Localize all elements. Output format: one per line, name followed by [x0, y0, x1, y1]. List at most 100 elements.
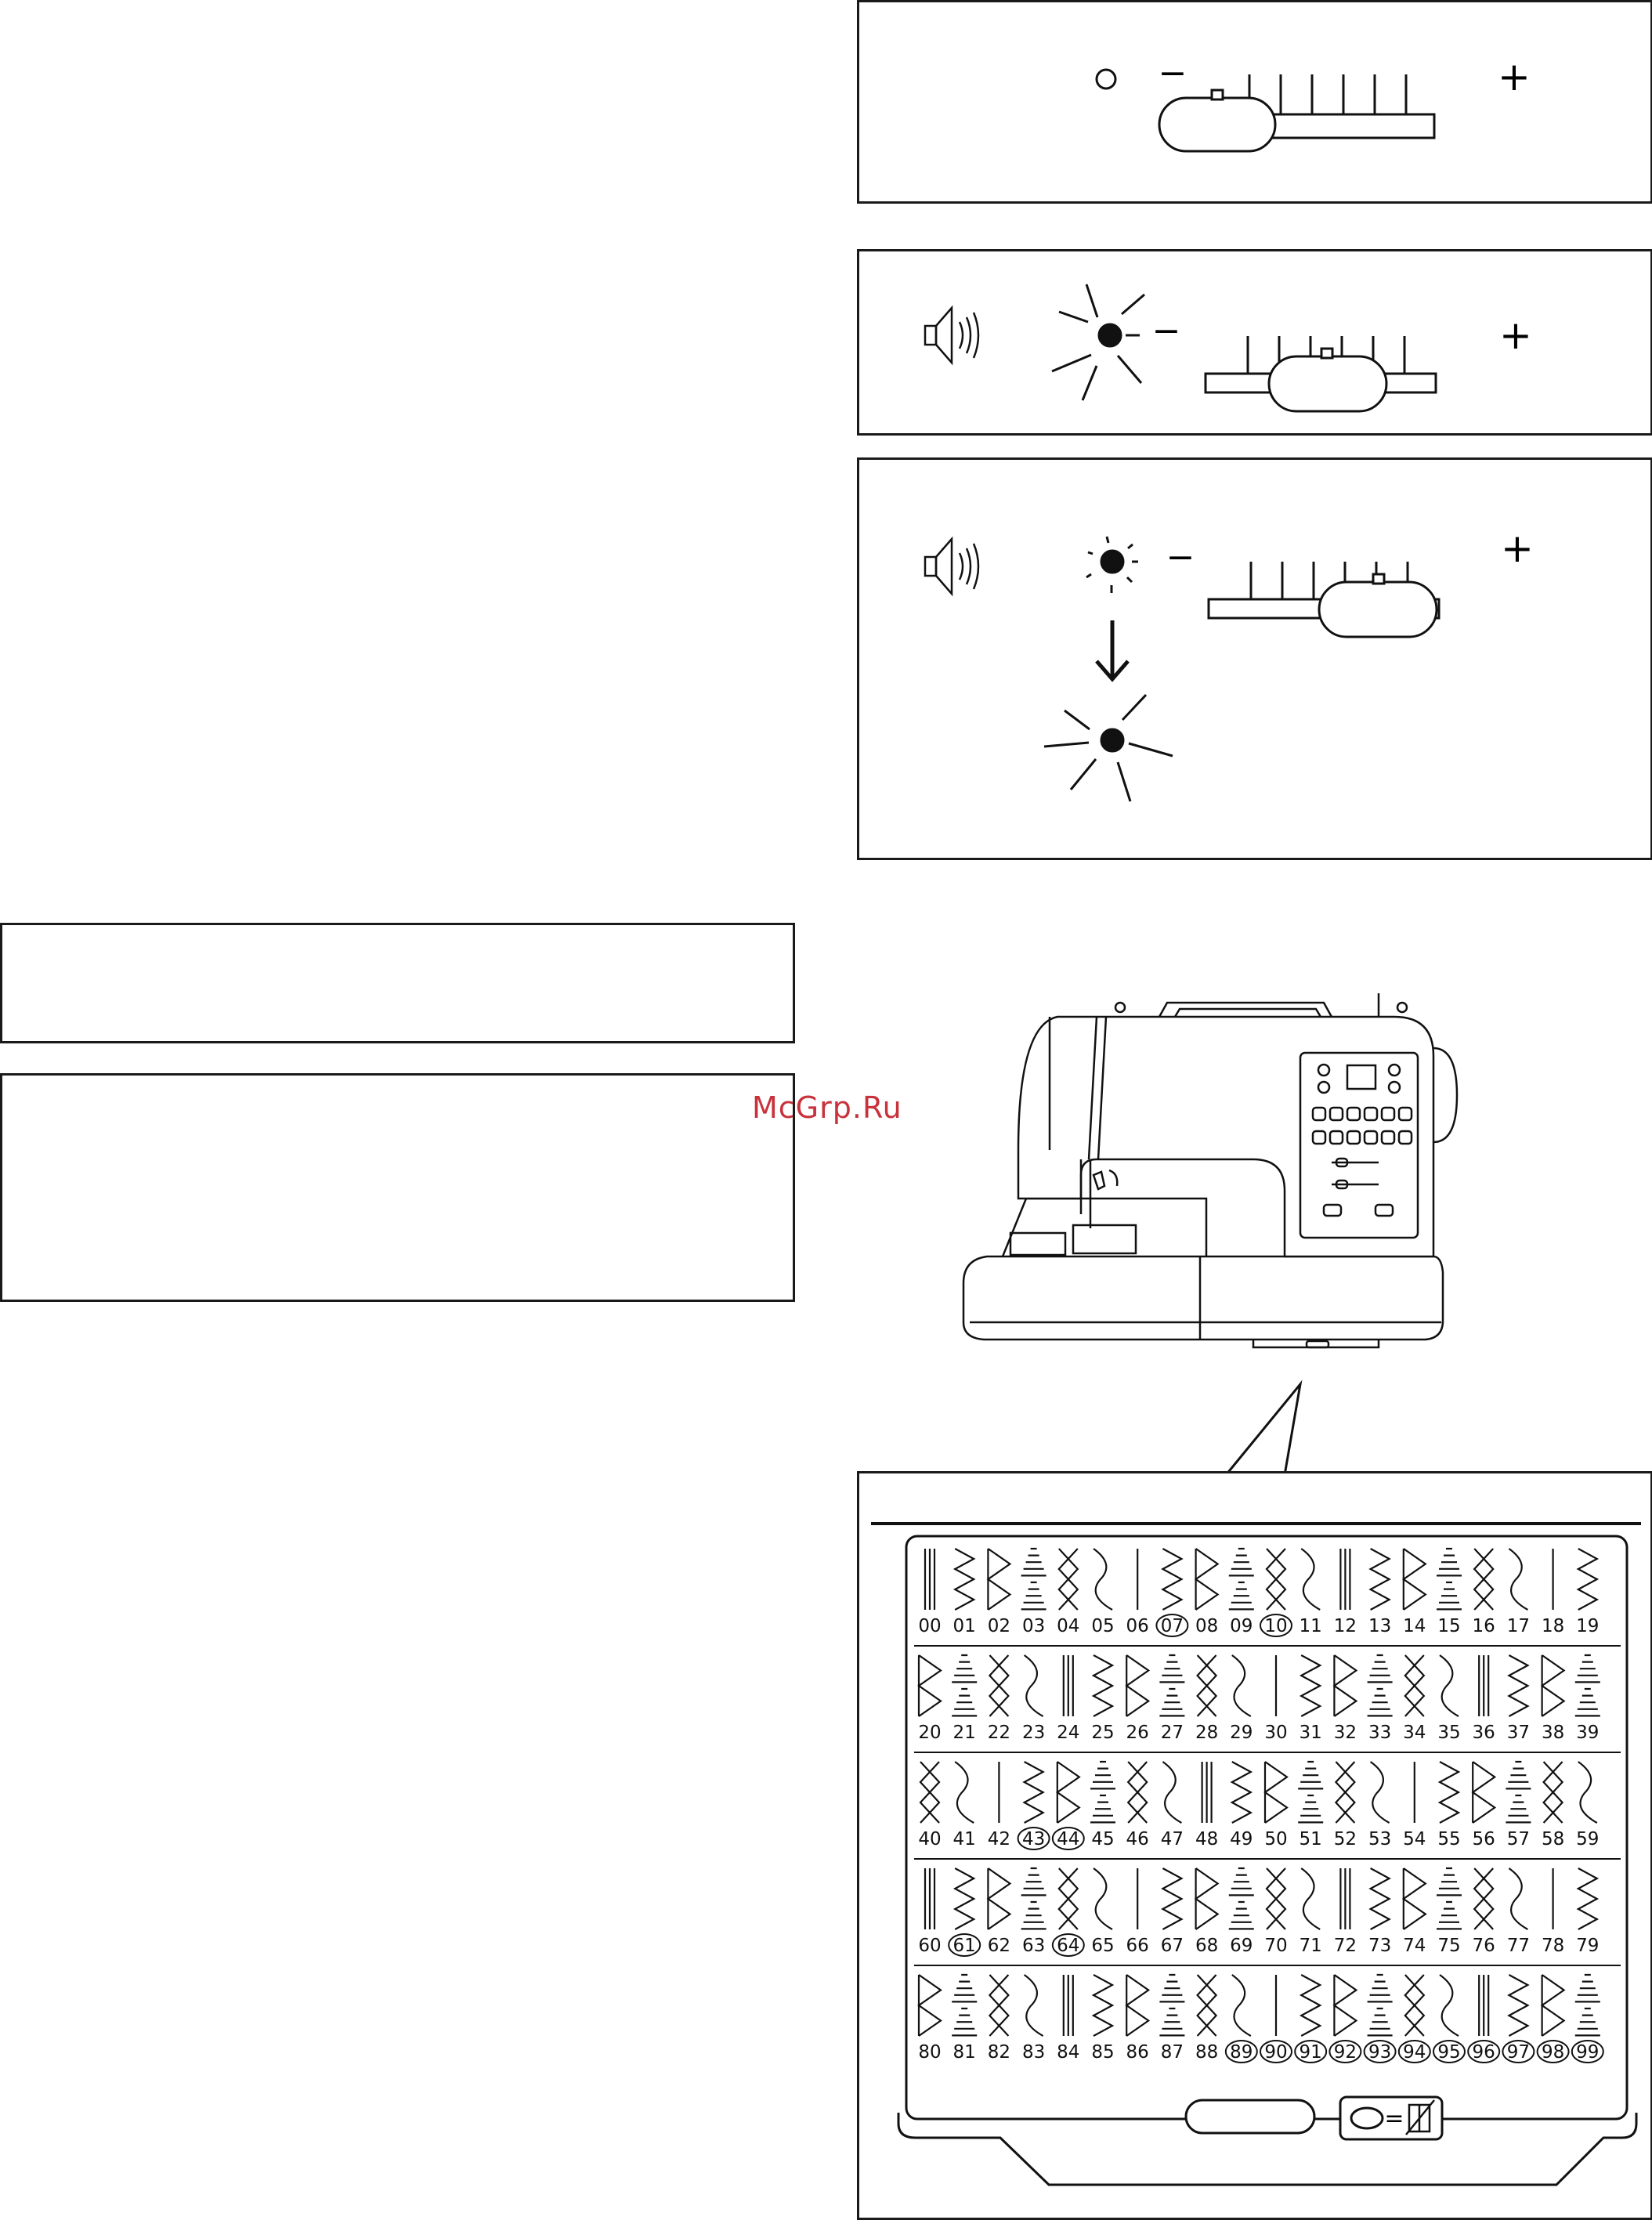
- stitch-cell: 39: [1574, 1654, 1600, 1743]
- stitch-cell: 02: [986, 1548, 1012, 1636]
- stitch-pattern-icon: [1196, 1974, 1218, 2037]
- oval-symbol-icon: [1350, 2106, 1384, 2130]
- stitch-cell: 04: [1057, 1548, 1079, 1636]
- stitch-number: 25: [1091, 1723, 1114, 1743]
- stitch-number: 49: [1230, 1829, 1253, 1849]
- stitch-number: 21: [953, 1723, 976, 1743]
- stitch-number: 40: [918, 1829, 941, 1849]
- stitch-number: 34: [1403, 1723, 1426, 1743]
- stitch-number: 65: [1091, 1936, 1114, 1956]
- stitch-pattern-icon: [1578, 1761, 1598, 1824]
- stitch-pattern-icon: [1300, 1867, 1321, 1930]
- circled-number-ring: [1051, 1933, 1085, 1957]
- stitch-cell: 58: [1542, 1761, 1564, 1849]
- stitch-pattern-icon: [1194, 1548, 1220, 1611]
- stitch-number: 11: [1300, 1616, 1322, 1636]
- stitch-cell: 08: [1194, 1548, 1220, 1636]
- stitch-cell: 63: [1021, 1867, 1047, 1956]
- stitch-pattern-icon: [1265, 1548, 1287, 1611]
- slider-knob: [1318, 573, 1438, 638]
- stitch-pattern-icon: [1478, 1975, 1490, 2036]
- stitch-cell: 13: [1368, 1548, 1391, 1636]
- stitch-pattern-icon: [988, 1974, 1010, 2037]
- stitch-cell: 03: [1021, 1547, 1047, 1636]
- stitch-number: 69: [1230, 1936, 1253, 1956]
- stitch-number: 09: [1230, 1616, 1253, 1636]
- stitch-pattern-icon: [952, 1654, 978, 1717]
- stitch-cell: 34: [1403, 1654, 1426, 1743]
- stitch-pattern-icon: [1401, 1548, 1427, 1611]
- speed-slider-panel-upper: − +: [857, 0, 1652, 204]
- stitch-cell: 67: [1161, 1867, 1184, 1956]
- down-arrow-icon: [1095, 620, 1130, 682]
- stitch-number: 66: [1126, 1936, 1149, 1956]
- stitch-pattern-icon: [1367, 1973, 1393, 2037]
- stitch-number: 37: [1507, 1723, 1530, 1743]
- stitch-cell: 31: [1300, 1654, 1322, 1743]
- stitch-number: 29: [1230, 1723, 1253, 1743]
- stitch-number: 74: [1403, 1936, 1426, 1956]
- stitch-pattern-icon: [1404, 1974, 1426, 2037]
- stitch-cell: 94: [1397, 1974, 1431, 2063]
- stitch-cell: 30: [1264, 1655, 1288, 1743]
- stitch-number: 87: [1161, 2042, 1184, 2063]
- stitch-number: 57: [1507, 1829, 1530, 1849]
- stitch-cell: 12: [1334, 1549, 1357, 1636]
- stitch-pattern-icon: [1507, 1654, 1530, 1717]
- stitch-pattern-icon: [1540, 1974, 1566, 2037]
- stitch-pattern-icon: [1437, 1867, 1462, 1930]
- stitch-pattern-icon: [1161, 1548, 1184, 1611]
- stitch-number: 38: [1542, 1723, 1564, 1743]
- stitch-cell: 16: [1473, 1548, 1495, 1636]
- stitch-number: 36: [1473, 1723, 1495, 1743]
- stitch-number: 51: [1300, 1829, 1322, 1849]
- stitch-number: 60: [918, 1936, 941, 1956]
- stitch-pattern-icon: [1023, 1654, 1044, 1717]
- stitch-number: 78: [1542, 1936, 1564, 1956]
- stitch-cell: 24: [1057, 1655, 1079, 1743]
- stitch-number: 72: [1334, 1936, 1357, 1956]
- stitch-number: 43: [1022, 1829, 1045, 1849]
- circled-number-ring: [1502, 2040, 1535, 2063]
- stitch-cell: 01: [953, 1548, 976, 1636]
- stitch-pattern-icon: [1339, 1549, 1351, 1610]
- stitch-cell: 26: [1125, 1654, 1151, 1743]
- stitch-number: 88: [1195, 2042, 1218, 2063]
- circled-number-ring: [1328, 2040, 1362, 2063]
- stitch-number: 03: [1022, 1616, 1045, 1636]
- stitch-cell: 72: [1334, 1868, 1357, 1956]
- stitch-pattern-icon: [1439, 1654, 1459, 1717]
- stitch-number: 96: [1473, 2042, 1495, 2063]
- stitch-pattern-icon: [919, 1761, 941, 1824]
- stitch-cell: 38: [1540, 1654, 1566, 1743]
- stitch-cell: 52: [1334, 1761, 1357, 1849]
- stitch-cell: 41: [953, 1761, 976, 1849]
- stitch-cell: 36: [1473, 1655, 1495, 1743]
- blinking-light-icon: [1051, 284, 1145, 401]
- plus-label: +: [1499, 313, 1532, 358]
- slider-knob: [1267, 347, 1388, 413]
- stitch-number: 26: [1126, 1723, 1149, 1743]
- circled-number-ring: [948, 1933, 981, 1957]
- speaker-icon: [924, 536, 980, 597]
- slider-diagram-middle: − +: [924, 284, 1532, 413]
- stitch-cell: 64: [1051, 1867, 1085, 1957]
- circled-number-ring: [1397, 2040, 1431, 2063]
- stitch-number: 55: [1437, 1829, 1460, 1849]
- circled-number-ring: [1224, 2040, 1258, 2063]
- stitch-number: 23: [1022, 1723, 1045, 1743]
- stitch-cell: 07: [1155, 1548, 1189, 1637]
- stitch-number: 45: [1091, 1829, 1114, 1849]
- stitch-number: 53: [1368, 1829, 1391, 1849]
- stitch-pattern-icon: [924, 1868, 936, 1929]
- stitch-cell: 79: [1576, 1867, 1599, 1956]
- stitch-number: 89: [1230, 2042, 1253, 2063]
- stitch-pattern-icon: [1125, 1974, 1151, 2037]
- stitch-number: 86: [1126, 2042, 1149, 2063]
- stitch-pattern-icon: [1574, 1654, 1600, 1717]
- stitch-cell: 14: [1401, 1548, 1427, 1636]
- stitch-pattern-icon: [1339, 1868, 1351, 1929]
- stitch-cell: 90: [1260, 1975, 1292, 2063]
- stitch-pattern-icon: [1263, 1761, 1289, 1824]
